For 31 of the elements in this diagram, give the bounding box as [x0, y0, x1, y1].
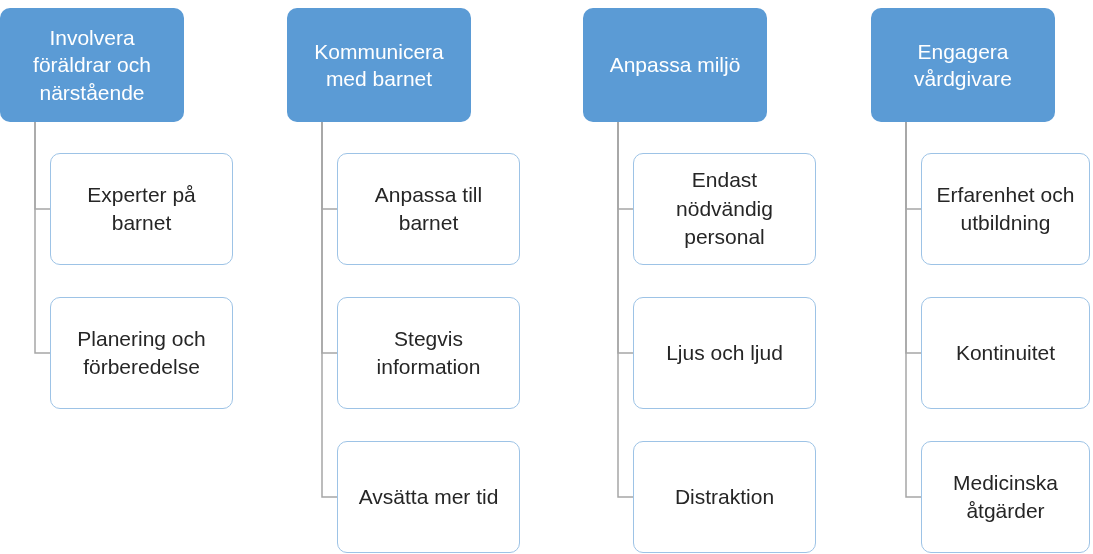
item-box — [921, 441, 1090, 553]
box-text: Endast nödvändig personal — [675, 167, 774, 251]
box-text: Kommunicera med barnet — [313, 38, 445, 92]
box-text: Avsätta mer tid — [358, 483, 499, 510]
item-box — [633, 441, 816, 553]
box-text: Anpassa miljö — [609, 52, 741, 79]
item-box — [337, 441, 520, 553]
box-text: Anpassa till barnet — [373, 181, 484, 236]
item-box — [921, 297, 1090, 409]
item-box — [337, 153, 520, 265]
connector-line — [34, 121, 51, 354]
box-text: Experter på barnet — [86, 181, 197, 236]
box-text: Involvera föräldrar och närstående — [32, 25, 152, 106]
box-text: Distraktion — [674, 483, 775, 510]
box-text: Medicinska åtgärder — [951, 469, 1059, 524]
category-box — [287, 8, 471, 122]
box-text: Ljus och ljud — [666, 339, 783, 366]
item-box — [921, 153, 1090, 265]
item-box — [337, 297, 520, 409]
item-box — [633, 297, 816, 409]
box-text: Stegvis information — [375, 325, 482, 380]
box-text: Engagera vårdgivare — [912, 38, 1014, 92]
box-text: Erfarenhet och utbildning — [935, 181, 1076, 236]
category-box — [583, 8, 767, 122]
box-text: Planering och förberedelse — [76, 325, 207, 380]
box-text: Kontinuitet — [955, 339, 1056, 366]
item-box — [50, 297, 233, 409]
item-box — [50, 153, 233, 265]
category-box — [871, 8, 1055, 122]
item-box — [633, 153, 816, 265]
category-box — [0, 8, 184, 122]
